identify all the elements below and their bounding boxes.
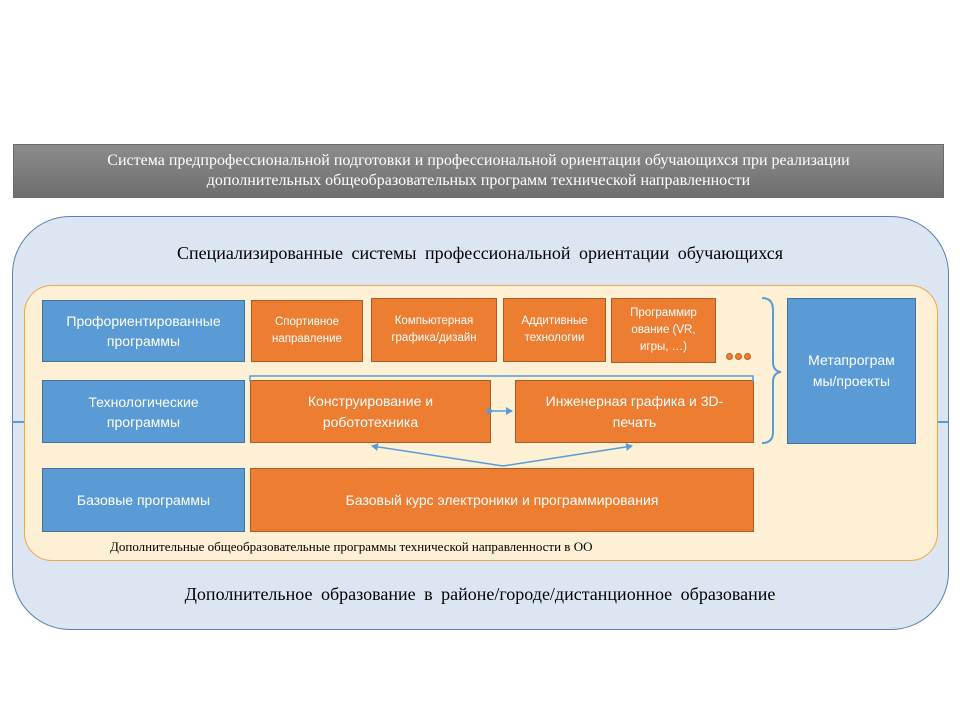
robotics-box: Конструирование и робототехника [250, 380, 491, 443]
profile-programs-line1: Профориентированные [66, 313, 221, 329]
base-programs-label: Базовые программы [76, 492, 211, 508]
technology-programs-box: Технологические программы [42, 380, 245, 443]
base-course-label: Базовый курс электроники и программирова… [345, 491, 659, 508]
computer-graphics-line2: графика/дизайн [391, 332, 477, 344]
engineering-graphics-box: Инженерная графика и 3D- печать [515, 380, 754, 443]
outer-right-connector [937, 421, 949, 423]
programming-box: Программир ование (VR, игры, …) [611, 298, 716, 363]
base-course-box: Базовый курс электроники и программирова… [250, 468, 754, 532]
technology-programs-line2: программы [106, 413, 181, 430]
inner-container-caption: Дополнительные общеобразовательные прогр… [110, 539, 593, 554]
system-title-line1: Система предпрофессиональной подготовки … [107, 152, 850, 169]
technology-programs-line1: Технологические [88, 393, 199, 410]
base-programs-box: Базовые программы [42, 468, 245, 532]
system-title-line2: дополнительных общеобразовательных прогр… [206, 172, 751, 189]
sport-direction-box: Спортивное направление [251, 300, 363, 362]
programming-line1: Программир [630, 307, 697, 319]
robotics-line2: робототехника [322, 413, 419, 430]
engineering-graphics-line2: печать [612, 413, 657, 430]
sport-direction-line1: Спортивное [274, 316, 339, 328]
computer-graphics-box: Компьютерная графика/дизайн [371, 298, 497, 362]
more-dot-3 [744, 353, 751, 360]
computer-graphics-line1: Компьютерная [394, 315, 474, 327]
robotics-line1: Конструирование и [307, 392, 434, 409]
outer-container-bottom-label: Дополнительное образование в районе/горо… [184, 584, 776, 604]
outer-left-connector [12, 421, 24, 423]
more-dot-1 [726, 353, 733, 360]
sport-direction-line2: направление [272, 333, 342, 345]
meta-programs-line1: Метапрограм [808, 352, 895, 368]
engineering-graphics-line1: Инженерная графика и 3D- [545, 392, 724, 409]
meta-programs-line2: мы/проекты [812, 373, 891, 389]
more-dot-2 [735, 353, 742, 360]
outer-container-title: Специализированные системы профессиональ… [177, 243, 783, 263]
additive-technologies-line2: технологии [524, 332, 585, 344]
additive-technologies-box: Аддитивные технологии [503, 298, 606, 362]
additive-technologies-line1: Аддитивные [521, 315, 588, 327]
meta-programs-box: Метапрограм мы/проекты [787, 298, 916, 444]
programming-line3: игры, …) [640, 341, 687, 353]
system-title-banner: Система предпрофессиональной подготовки … [13, 144, 944, 198]
profile-programs-line2: программы [106, 333, 181, 349]
profile-programs-box: Профориентированные программы [42, 300, 245, 362]
programming-line2: ование (VR, [631, 324, 696, 336]
